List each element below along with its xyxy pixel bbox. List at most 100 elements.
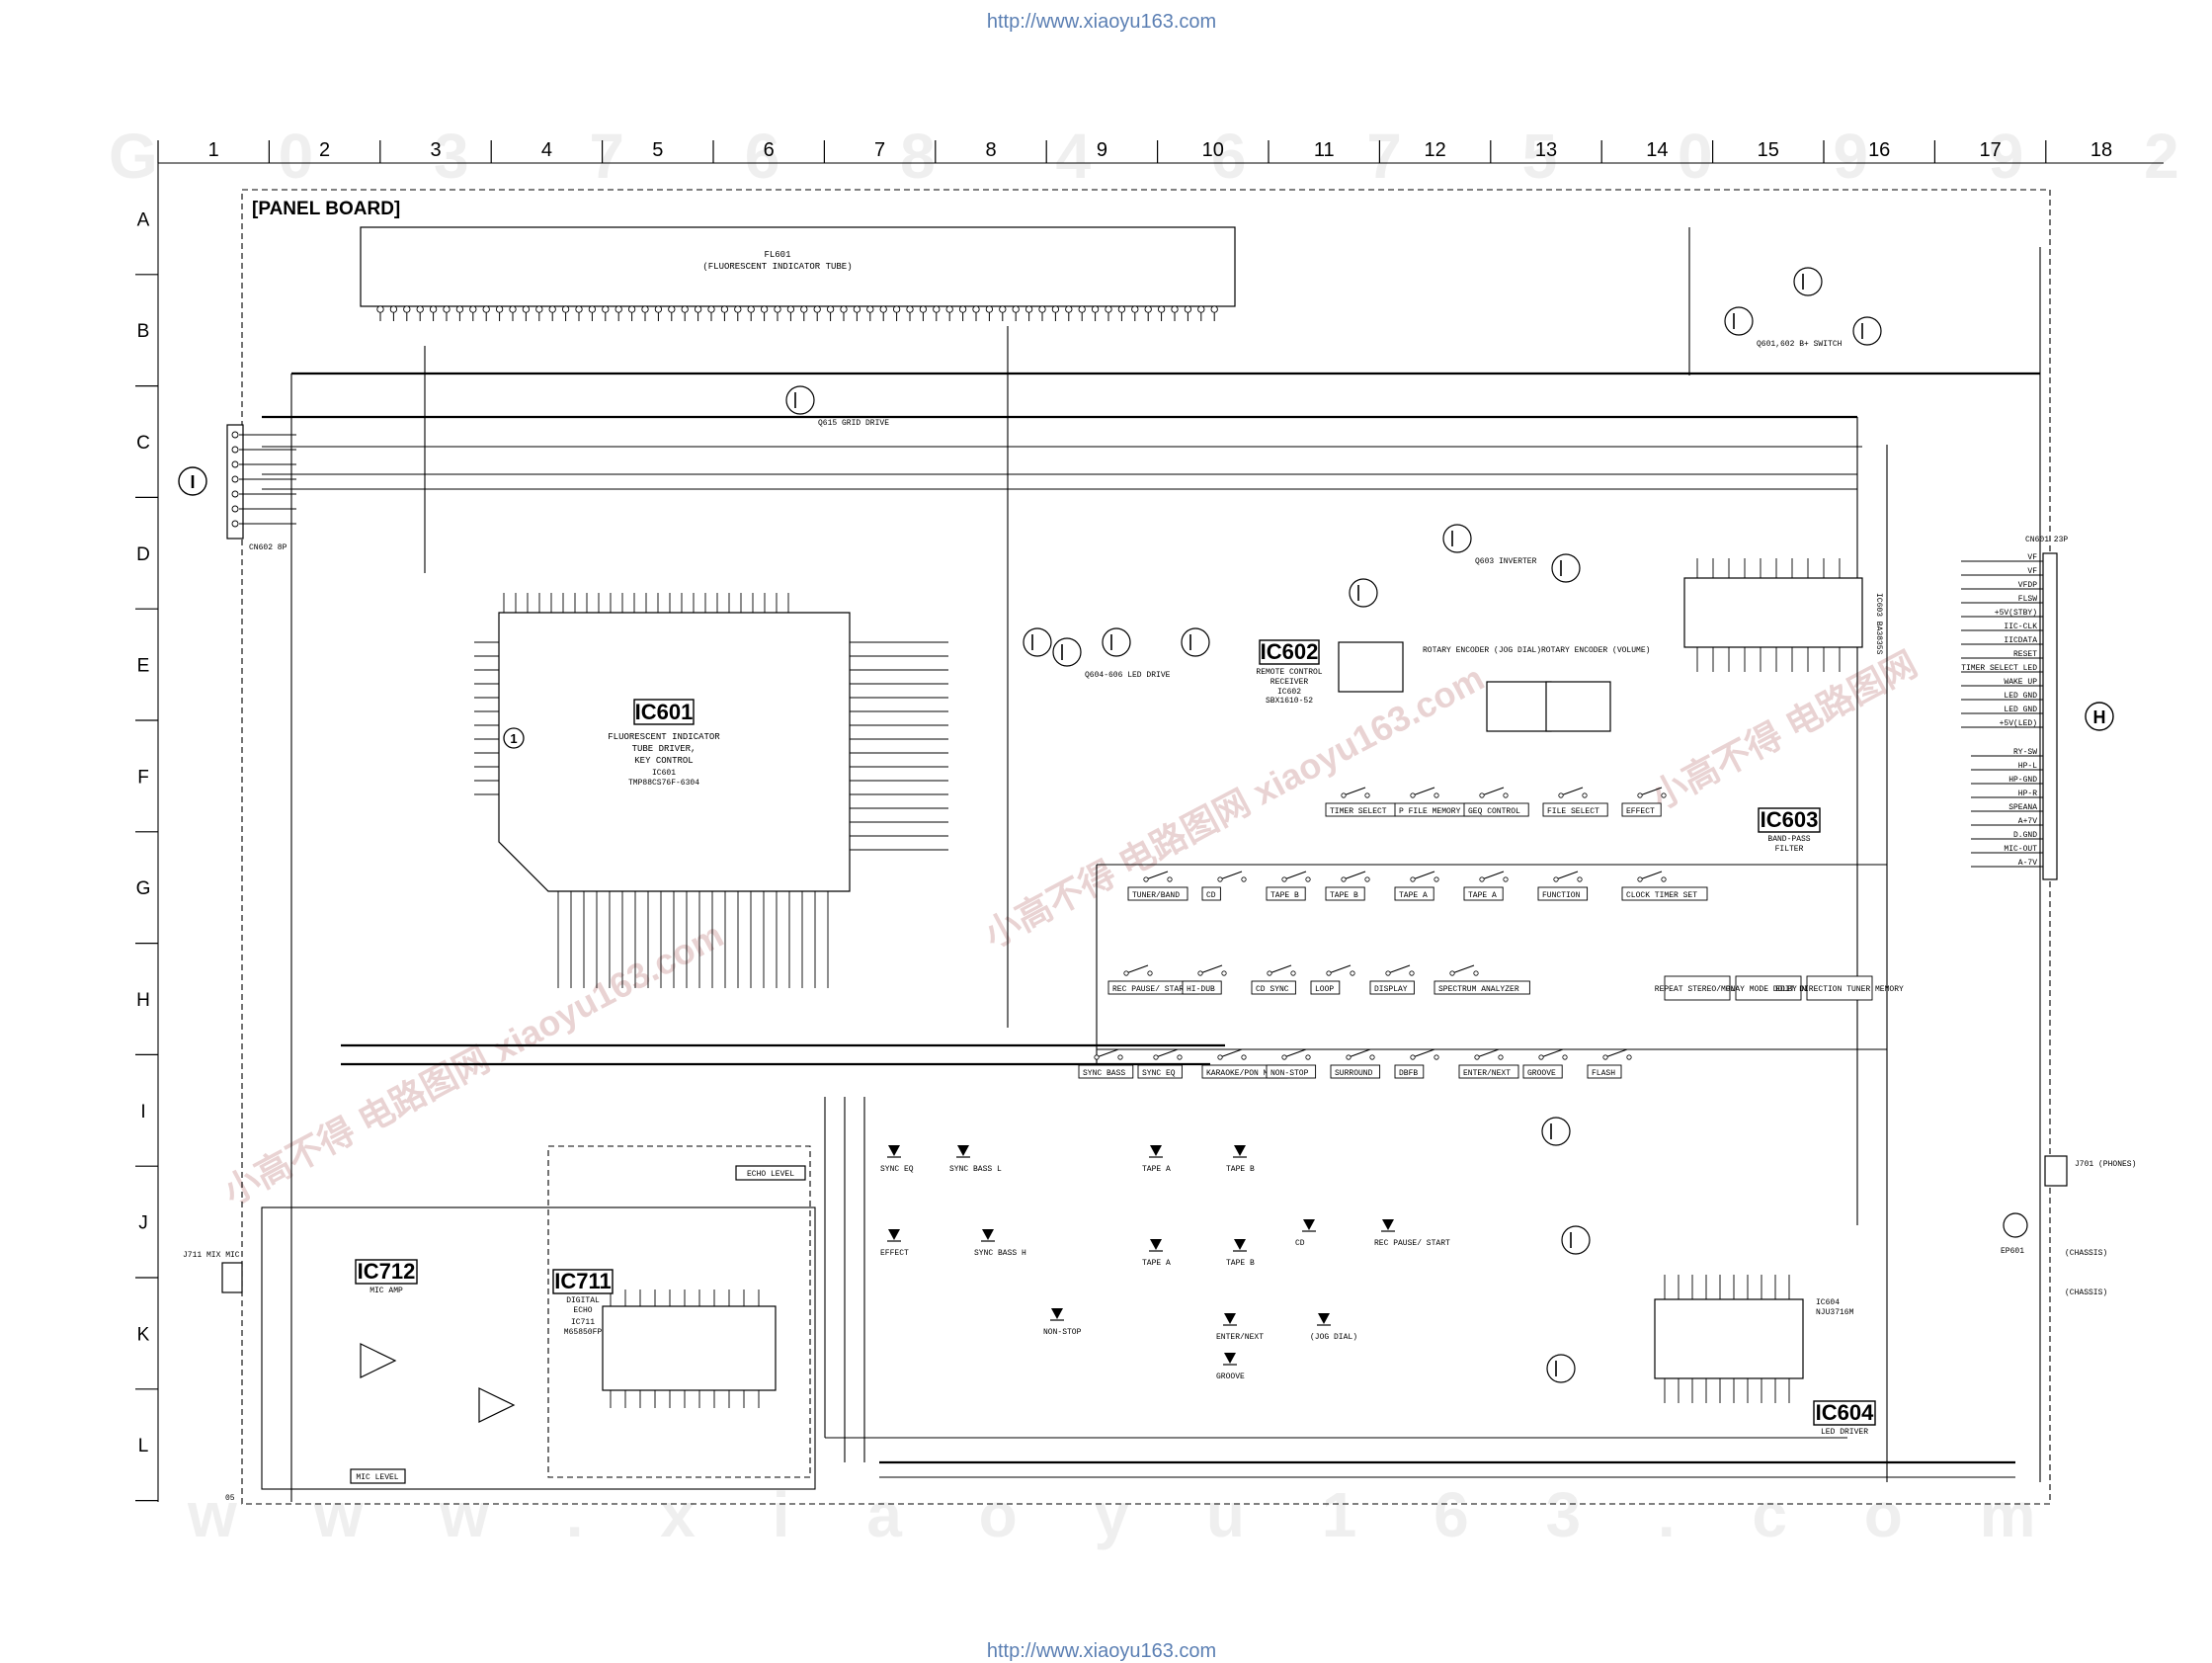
key-switch [1481,787,1505,796]
column-number: 13 [1535,139,1557,161]
key-contact [1434,1054,1439,1060]
mic-level-label-box: MIC LEVEL [350,1468,406,1484]
background-watermark: G 0 3 7 6 8 4 6 7 5 0 9 9 2 6 8 4 0 9 8 … [109,121,2212,1550]
j701-phones-jack[interactable]: J701 (PHONES) [2044,1155,2136,1187]
key-label: PLAY MODE DOLBY NR [1726,985,1812,994]
transistor-icon [1102,627,1131,657]
led-label: REC PAUSE/ START [1374,1239,1450,1248]
fl601-pin-pad [1157,305,1166,313]
header-url[interactable]: http://www.xiaoyu163.com [987,11,1216,33]
key-switch [1219,1048,1243,1058]
transistor-icon [1852,316,1882,346]
fl601-pin-pad [602,305,610,313]
cn601-pin-label: IIC-CLK [2004,623,2037,631]
led-label: TAPE A [1142,1165,1171,1174]
ic711-title: IC711 [554,1269,612,1293]
key-label-box [1394,1064,1425,1079]
key-switch [1283,871,1307,880]
led-icon [1303,1219,1315,1230]
key-contact [1538,1054,1544,1060]
ic601: IC601 FLUORESCENT INDICATOR TUBE DRIVER,… [474,593,948,988]
fl601-pin-pad [389,305,398,313]
chassis-label-2: (CHASSIS) [2065,1289,2107,1297]
cn602-pin [231,431,239,439]
fl601-pin-pad [1197,305,1205,313]
led-label: ENTER/NEXT [1216,1333,1264,1342]
column-number: 8 [985,139,996,161]
fl601-pin-pad [707,305,715,313]
j711-mix-mic-jack[interactable]: J711 MIX MIC [183,1251,243,1293]
column-number: 6 [764,139,775,161]
key-contact [1341,792,1347,798]
row-letter: K [137,1324,150,1345]
key-contact [1434,792,1439,798]
fl601-pin-pad [1051,305,1060,313]
cn601-pin-label: RESET [2013,650,2037,659]
key-contact [1602,1054,1608,1060]
transistor-icon [1551,553,1581,583]
key-label-box [1542,802,1608,817]
led-icon [1150,1145,1162,1156]
fl601-pin-pad [866,305,874,313]
key-contact [1305,876,1311,882]
fl601-pin-pad [681,305,689,313]
key-label-box [1182,980,1222,995]
column-number: 15 [1758,139,1779,161]
echo-dashed-area [547,1145,811,1478]
column-number: 2 [319,139,330,161]
key-label: CLOCK TIMER SET [1626,891,1697,900]
fl601-pin-pad [668,305,676,313]
svg-text:G 0 3 7 6 8 4 6 7 5 0 9 9 2 6: G 0 3 7 6 8 4 6 7 5 0 9 9 2 6 8 4 0 9 8 … [109,121,2212,192]
key-contact [1479,792,1485,798]
key-contact [1143,876,1149,882]
transistor-icon [1724,306,1754,336]
transistor-icon [1349,578,1378,608]
cn601-label: CN601 23P [2025,536,2068,544]
key-contact [1326,970,1332,976]
ic603-line1: BAND-PASS [1767,835,1810,844]
transistor-icon [1442,524,1472,553]
column-number: 1 [208,139,219,161]
key-contact [1410,876,1416,882]
key-label: SYNC EQ [1142,1069,1176,1078]
fl601-pin-pad [1078,305,1086,313]
key-label-box [1127,886,1188,901]
key-label-box [1325,886,1365,901]
key-label: GEQ CONTROL [1468,807,1520,816]
fl601-pin-pad [548,305,556,313]
key-label: SURROUND [1335,1069,1373,1078]
led-icon [1234,1239,1246,1250]
fl601-pin-pad [945,305,953,313]
fl601-pin-pad [641,305,649,313]
key-label-box [1394,886,1434,901]
cn601-pin-label: LED GND [2004,692,2037,701]
key-contact [1503,876,1509,882]
rotary-encoder-s601[interactable]: ROTARY ENCODER (JOG DIAL) [1423,646,1552,732]
footer-url[interactable]: http://www.xiaoyu163.com [987,1640,1216,1662]
key-contact [1637,876,1643,882]
row-letter: B [137,321,150,342]
key-contact [1305,1054,1311,1060]
marker-h-label: H [2093,707,2106,727]
led-icon [888,1229,900,1240]
key-contact [1341,876,1347,882]
led-icon [957,1145,969,1156]
cn601-connector[interactable]: CN601 23P VFVFVFDPFLSW+5V(STBY)IIC-CLKII… [1961,536,2068,880]
transistor-icon [1052,637,1082,667]
key-contact [1350,970,1355,976]
transistor-icon [1181,627,1210,657]
cn602-connector[interactable]: CN602 8P [226,424,296,552]
key-label-box [1806,975,1873,1001]
fl601-pin-pad [892,305,901,313]
ic602-line2: RECEIVER [1270,678,1309,687]
led-label: CD [1295,1239,1305,1248]
fl601-pin-pad [1024,305,1033,313]
fl601-pin-pad [509,305,517,313]
led-icon [888,1145,900,1156]
led-icon [1382,1219,1394,1230]
rotary-encoder-s602[interactable]: ROTARY ENCODER (VOLUME) [1541,646,1650,732]
key-switch [1387,964,1411,974]
key-switch [1125,964,1149,974]
cn601-pin-label: D.GND [2013,831,2037,840]
